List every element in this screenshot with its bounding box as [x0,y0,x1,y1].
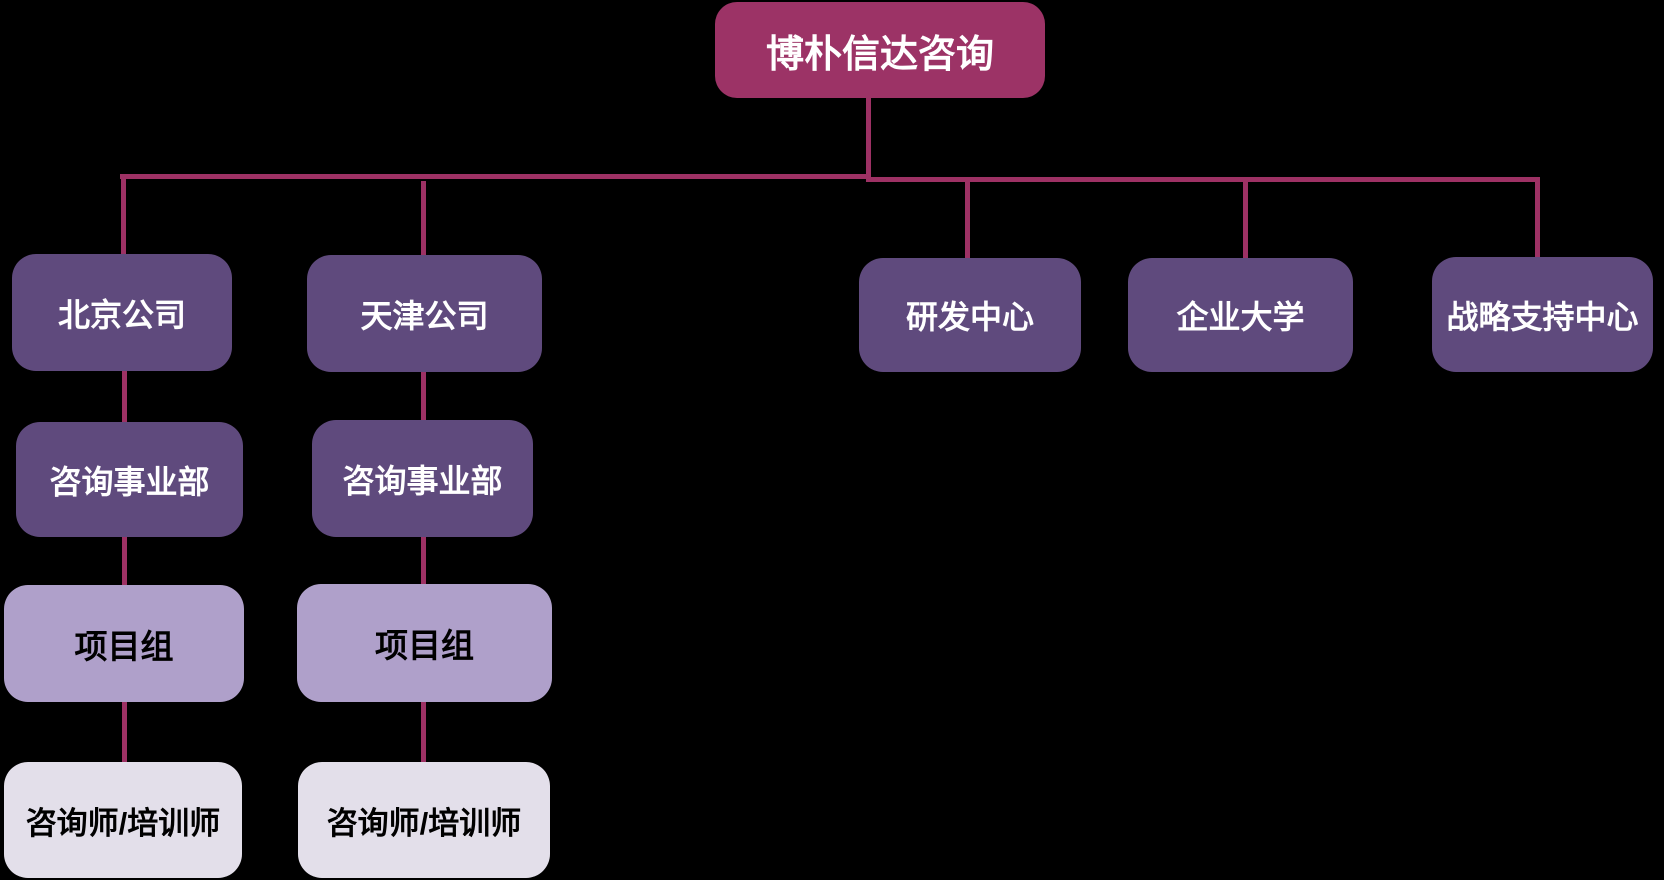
org-node-project-team-tianjin: 项目组 [297,584,552,702]
connector-horizontal-left [120,174,870,179]
org-node-consultant-trainer-beijing: 咨询师/培训师 [4,762,242,878]
org-node-university-label: 企业大学 [1176,299,1305,335]
org-node-root-label: 博朴信达咨询 [765,33,994,76]
org-node-consulting-division-tianjin: 咨询事业部 [312,420,533,537]
connector-consulting-project-bj [122,536,127,586]
org-node-project-bj-label: 项目组 [74,627,174,665]
connector-drop-strategy [1535,181,1540,258]
org-node-beijing-company: 北京公司 [12,254,232,371]
connector-root-trunk [866,96,871,178]
connector-consulting-project-tj [421,536,426,585]
org-node-project-tj-label: 项目组 [375,627,474,664]
connector-drop-university [1243,181,1248,259]
connector-horizontal-right [866,177,1540,182]
org-node-consultant-tj-label: 咨询师/培训师 [326,805,522,841]
connector-project-consultant-bj [122,701,127,763]
org-node-tianjin-label: 天津公司 [360,297,489,334]
org-node-root: 博朴信达咨询 [715,2,1045,98]
org-node-consulting-tj-label: 咨询事业部 [342,462,503,499]
org-node-strategy-label: 战略支持中心 [1446,298,1639,335]
org-node-tianjin-company: 天津公司 [307,255,542,372]
connector-drop-rnd-center [965,181,970,259]
org-node-consulting-bj-label: 咨询事业部 [49,463,210,500]
org-node-rnd-center: 研发中心 [859,258,1081,372]
org-node-rnd-label: 研发中心 [905,299,1034,335]
org-node-corporate-university: 企业大学 [1128,258,1353,372]
org-node-consultant-trainer-tianjin: 咨询师/培训师 [298,762,550,878]
connector-tianjin-consulting [421,371,426,421]
org-node-strategy-support-center: 战略支持中心 [1432,257,1653,372]
org-node-consulting-division-beijing: 咨询事业部 [16,422,243,537]
connector-project-consultant-tj [421,701,426,763]
connector-beijing-consulting [122,370,127,423]
org-node-consultant-bj-label: 咨询师/培训师 [25,805,221,841]
connector-drop-tianjin [421,181,426,256]
connector-drop-beijing [121,178,126,255]
org-node-beijing-label: 北京公司 [57,296,186,333]
org-node-project-team-beijing: 项目组 [4,585,244,702]
